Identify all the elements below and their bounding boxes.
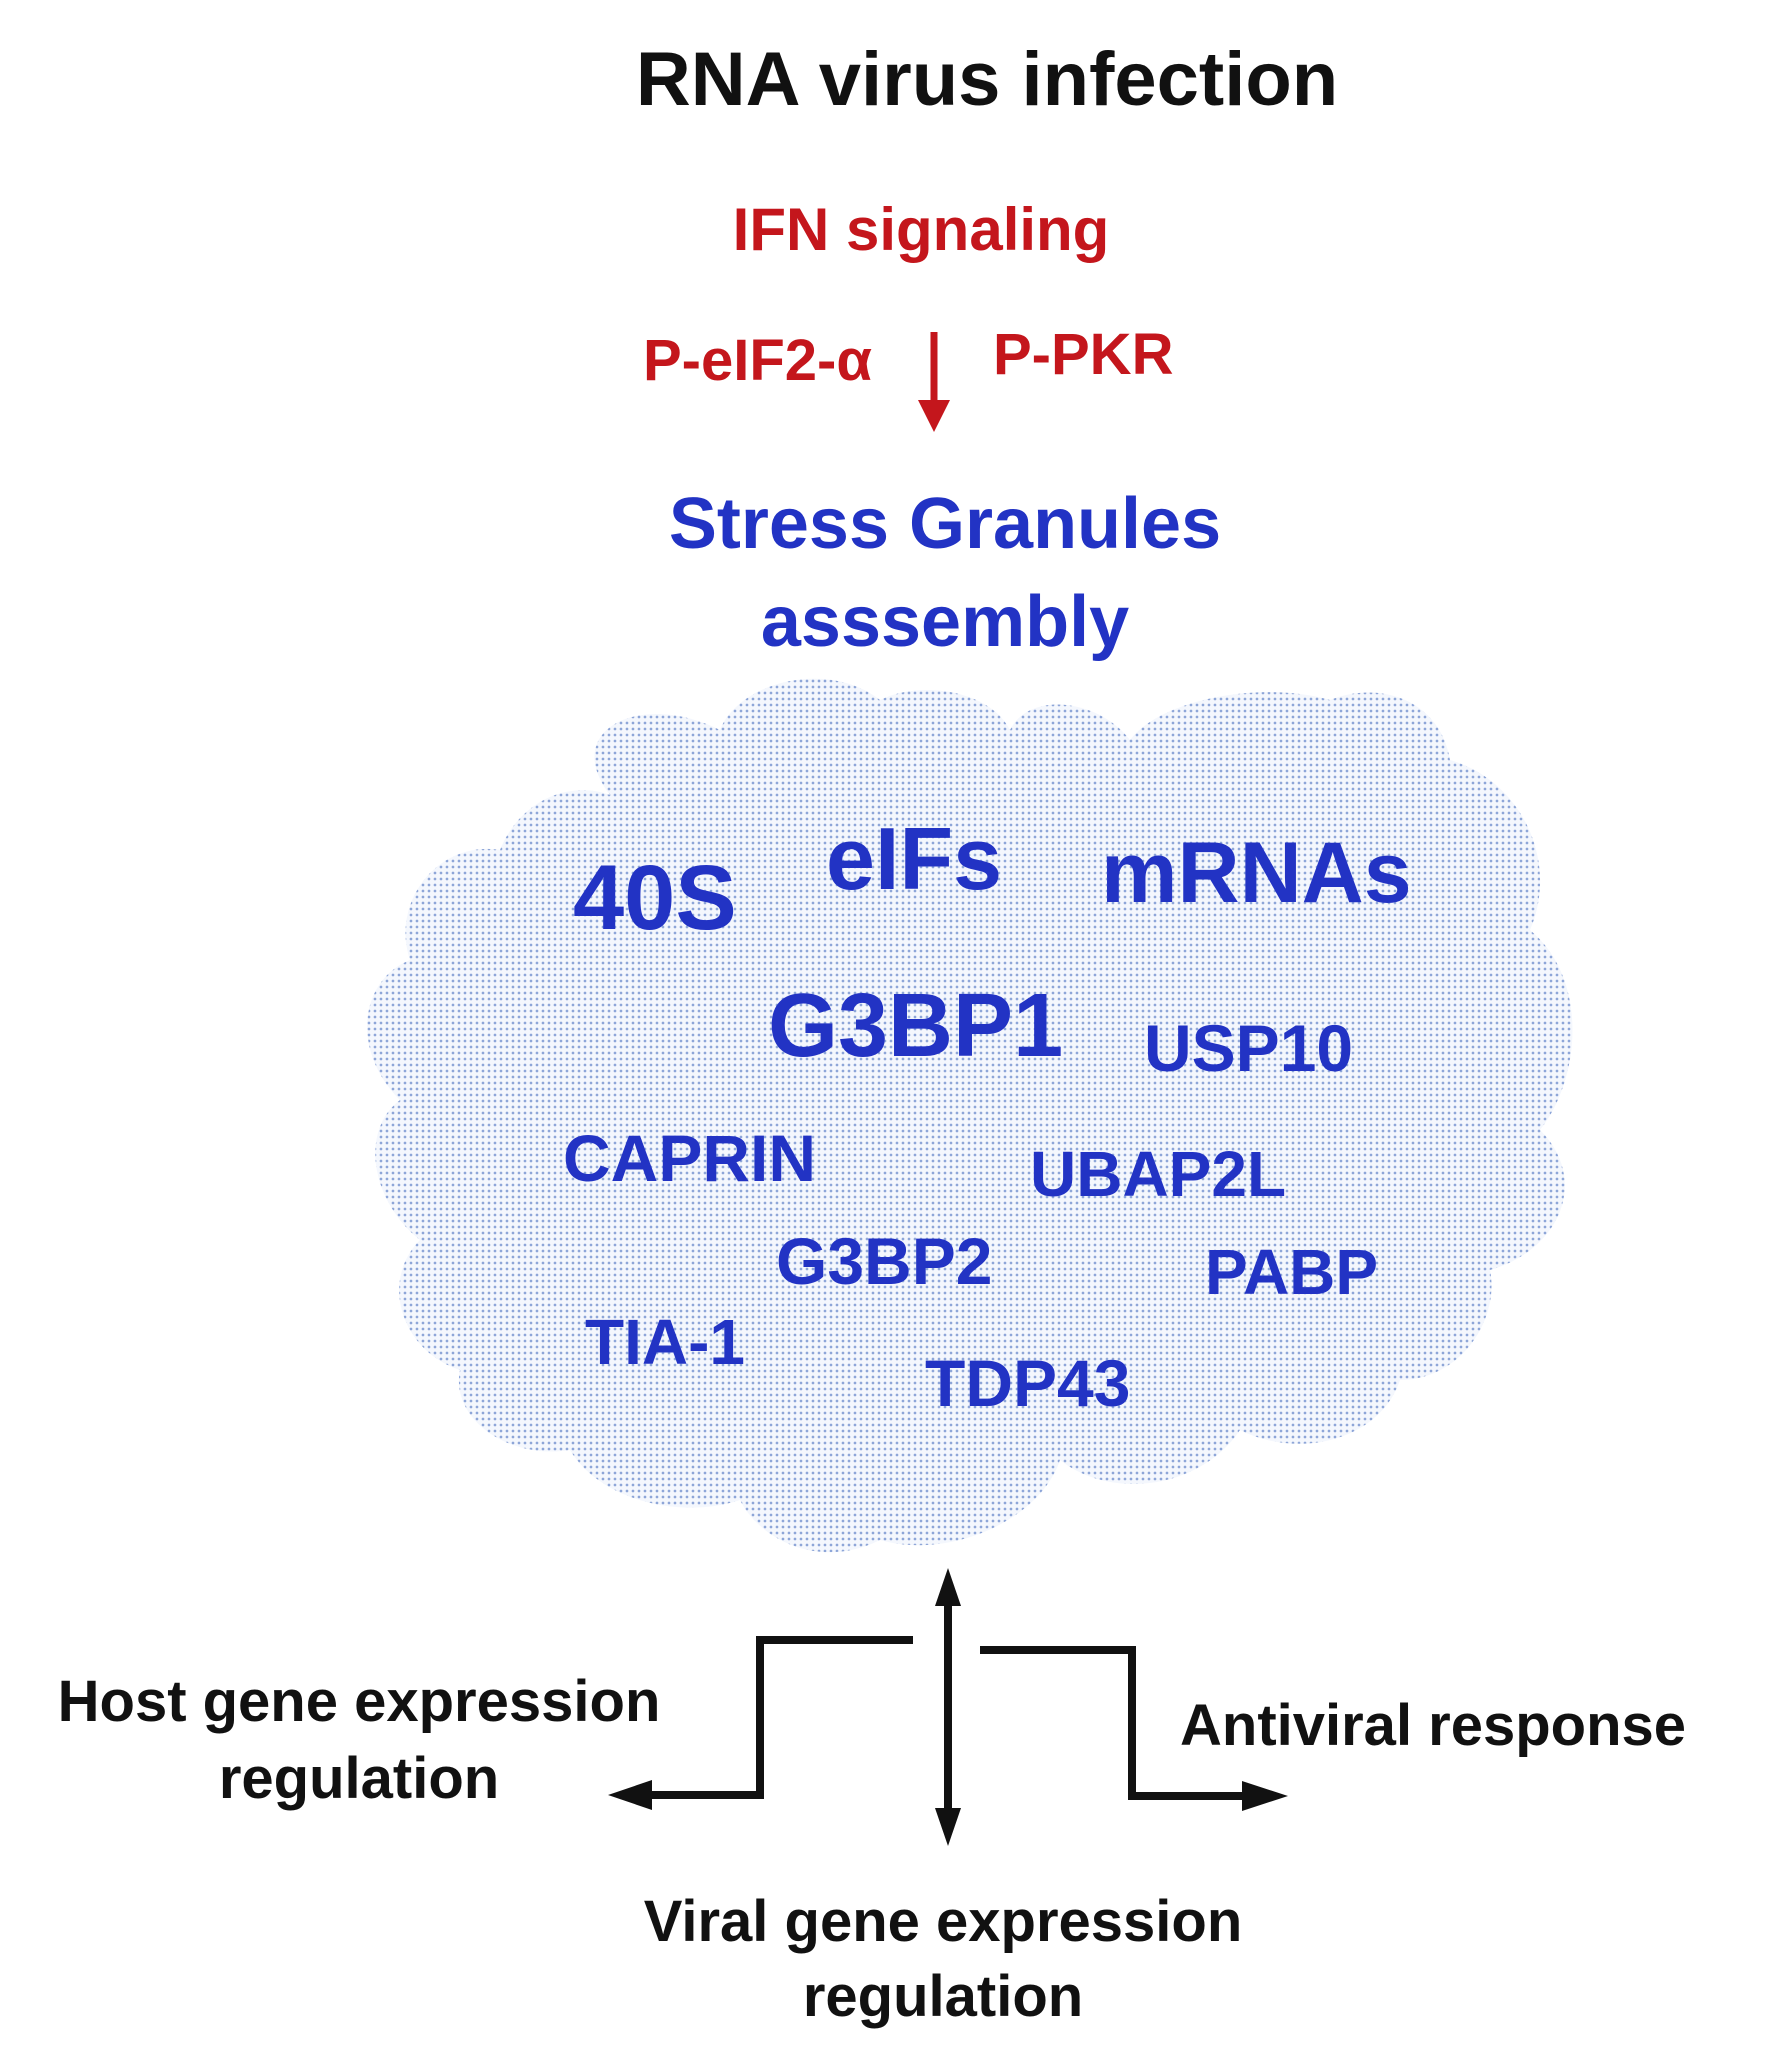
diagram-title: RNA virus infection [635,37,1339,122]
viral-regulation-label: regulation [802,1964,1084,2029]
component-g3bp2: G3BP2 [776,1224,993,1298]
component-mrnas: mRNAs [1101,825,1412,921]
component-ubap2l: UBAP2L [1030,1138,1287,1210]
component-caprin: CAPRIN [563,1121,817,1195]
assembly-label: asssembly [760,582,1130,662]
p-eif2-alpha-label: P-eIF2-α [643,328,873,393]
component-tdp43: TDP43 [925,1346,1131,1420]
viral-gene-expression-label: Viral gene expression [643,1889,1243,1954]
antiviral-response-label: Antiviral response [1180,1693,1687,1758]
component-tia1: TIA-1 [585,1306,745,1378]
right-stepped-arrow [980,1646,1288,1811]
host-gene-expression-label: Host gene expression [57,1669,661,1734]
component-pabp: PABP [1205,1236,1379,1308]
p-pkr-label: P-PKR [993,322,1174,387]
left-stepped-arrow [608,1636,913,1810]
ifn-signaling-label: IFN signaling [732,196,1110,263]
stress-granules-label: Stress Granules [668,484,1222,564]
component-usp10: USP10 [1144,1011,1354,1085]
host-regulation-label: regulation [218,1746,500,1811]
stress-granule-cloud [367,678,1573,1553]
component-eifs: eIFs [826,809,1003,908]
component-40s: 40S [573,847,737,949]
vertical-double-arrow [935,1568,961,1846]
red-down-arrow [918,332,950,432]
component-g3bp1: G3BP1 [768,976,1064,1076]
